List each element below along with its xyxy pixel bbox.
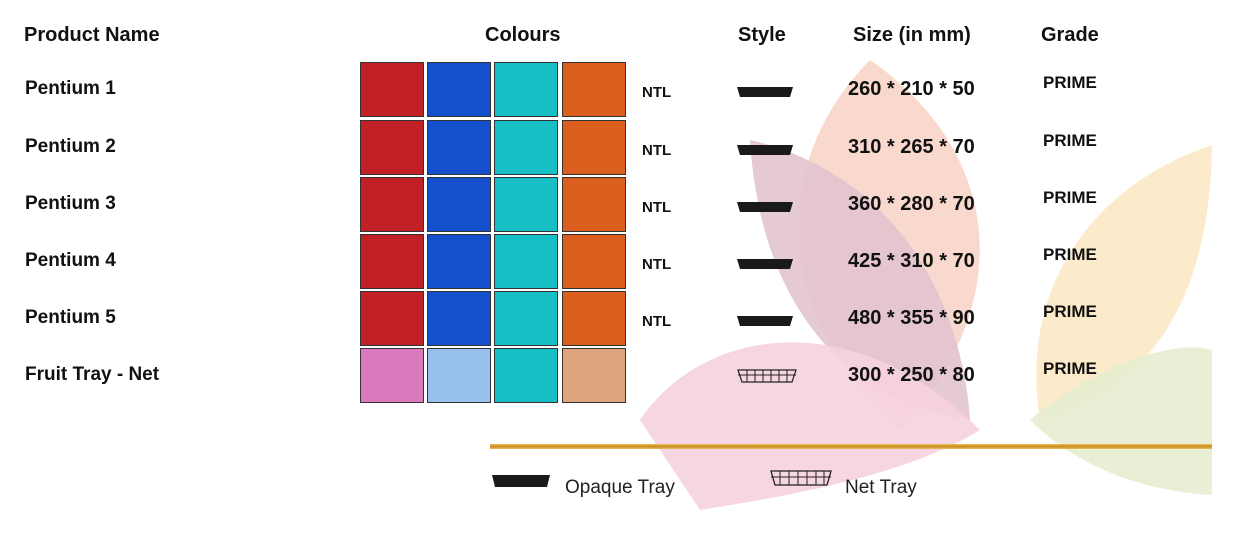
grade-value: PRIME [1043, 245, 1097, 264]
legend-opaque: Opaque Tray [565, 477, 675, 498]
grade-value: PRIME [1043, 131, 1097, 150]
opaque-tray-icon [737, 87, 793, 97]
header-colours: Colours [485, 24, 561, 46]
colour-swatch [427, 62, 491, 117]
header-size: Size (in mm) [853, 24, 971, 46]
ntl-label: NTL [642, 142, 672, 159]
size-value: 310 * 265 * 70 [848, 136, 975, 158]
colour-swatch [562, 62, 626, 117]
size-value: 425 * 310 * 70 [848, 250, 975, 272]
size-value: 360 * 280 * 70 [848, 193, 975, 215]
product-name: Pentium 1 [25, 78, 116, 99]
product-name: Fruit Tray - Net [25, 364, 160, 385]
opaque-tray-icon [737, 202, 793, 212]
opaque-tray-icon [737, 316, 793, 326]
colour-swatch [360, 120, 424, 175]
product-name: Pentium 2 [25, 136, 116, 157]
colour-swatch [562, 234, 626, 289]
colour-swatch [562, 348, 626, 403]
colour-swatch [494, 348, 558, 403]
opaque-tray-icon [492, 475, 550, 487]
grade-value: PRIME [1043, 188, 1097, 207]
colour-swatch [360, 348, 424, 403]
legend-net: Net Tray [845, 477, 917, 498]
colour-swatch [494, 234, 558, 289]
colour-swatch [494, 120, 558, 175]
net-tray-icon [737, 369, 797, 383]
colour-swatch [427, 234, 491, 289]
product-name: Pentium 4 [25, 250, 116, 271]
header-grade: Grade [1041, 24, 1099, 46]
colour-swatch [494, 291, 558, 346]
colour-swatch [427, 348, 491, 403]
ntl-label: NTL [642, 199, 672, 216]
size-value: 260 * 210 * 50 [848, 78, 975, 100]
product-name: Pentium 5 [25, 307, 116, 328]
product-name: Pentium 3 [25, 193, 116, 214]
colour-swatch [562, 291, 626, 346]
header-product-name: Product Name [24, 24, 160, 46]
colour-swatch [360, 234, 424, 289]
colour-swatch [427, 120, 491, 175]
grade-value: PRIME [1043, 73, 1097, 92]
ntl-label: NTL [642, 256, 672, 273]
colour-swatch [494, 62, 558, 117]
size-value: 480 * 355 * 90 [848, 307, 975, 329]
colour-swatch [427, 291, 491, 346]
ntl-label: NTL [642, 84, 672, 101]
colour-swatch [494, 177, 558, 232]
grade-value: PRIME [1043, 302, 1097, 321]
divider [490, 444, 1212, 449]
colour-swatch [427, 177, 491, 232]
colour-swatch [562, 177, 626, 232]
header-style: Style [738, 24, 786, 46]
grade-value: PRIME [1043, 359, 1097, 378]
colour-swatch [562, 120, 626, 175]
colour-swatch [360, 291, 424, 346]
opaque-tray-icon [737, 259, 793, 269]
colour-swatch [360, 62, 424, 117]
ntl-label: NTL [642, 313, 672, 330]
colour-swatch [360, 177, 424, 232]
opaque-tray-icon [737, 145, 793, 155]
size-value: 300 * 250 * 80 [848, 364, 975, 386]
net-tray-icon [770, 470, 832, 486]
